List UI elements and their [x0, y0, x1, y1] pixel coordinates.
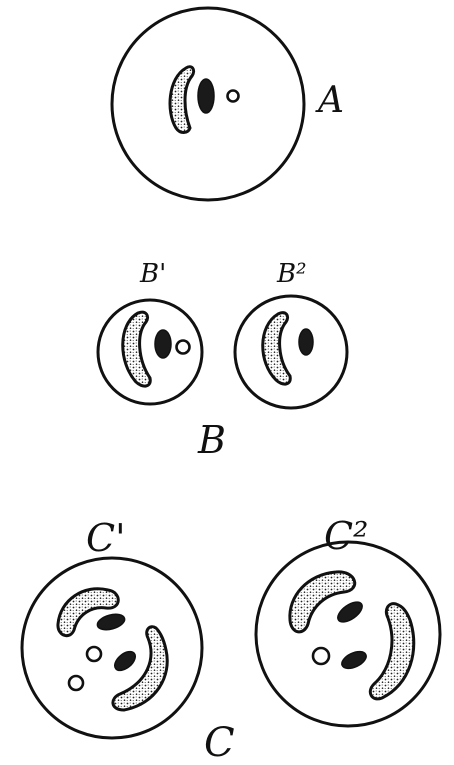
cell-b2: B² [235, 259, 347, 408]
label-b1: B' [139, 259, 166, 289]
label-a: A [315, 80, 344, 121]
cell-c2-chromosome-small [313, 648, 329, 664]
label-c1: C' [86, 516, 126, 560]
cell-b2-membrane [235, 296, 347, 408]
label-c2: C² [324, 514, 368, 558]
cell-b2-chromosome-dark [299, 329, 313, 355]
label-c: C [204, 720, 235, 765]
cell-a-chromosome-dark [198, 79, 214, 113]
cell-b1-chromosome-dark [155, 330, 171, 358]
cell-c1-membrane [22, 558, 202, 738]
label-b: B [197, 418, 226, 462]
cell-a: A [112, 8, 344, 200]
cell-c1: C' [22, 516, 202, 738]
cell-b1-chromosome-small [177, 341, 190, 354]
cell-c1-chromosome-small-1 [87, 647, 101, 661]
cell-c1-chromosome-small-2 [69, 676, 83, 690]
cell-a-chromosome-small [228, 91, 239, 102]
cell-c2: C² [256, 514, 440, 726]
cell-b1: B' [98, 259, 202, 404]
label-b2: B² [276, 259, 307, 289]
